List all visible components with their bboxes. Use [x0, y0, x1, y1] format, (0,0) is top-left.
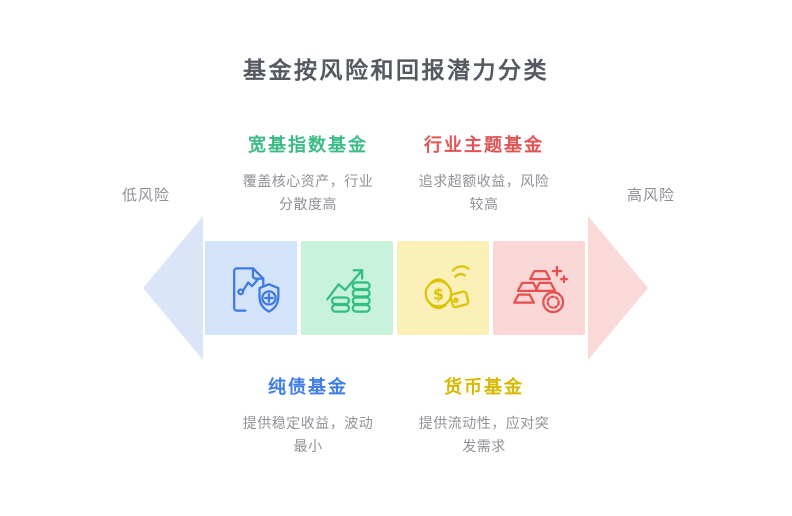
risk-arrow-graphic: $	[143, 216, 648, 360]
group-label-broad-index-fund: 宽基指数基金	[248, 135, 368, 155]
category-box-money-market	[397, 241, 489, 335]
category-box-pure-bond	[205, 241, 297, 335]
group-broad-index-fund: 宽基指数基金 覆盖核心资产，行业分散度高	[213, 131, 403, 216]
group-desc-broad-index-fund: 覆盖核心资产，行业分散度高	[242, 173, 374, 212]
right-arrow-head	[588, 216, 648, 360]
group-money-market-fund: 货币基金 提供流动性，应对突发需求	[389, 373, 579, 458]
group-label-money-market-fund: 货币基金	[444, 377, 524, 397]
group-pure-bond-fund: 纯债基金 提供稳定收益，波动最小	[213, 373, 403, 458]
group-label-pure-bond-fund: 纯债基金	[268, 377, 348, 397]
group-sector-theme-fund: 行业主题基金 追求超额收益，风险较高	[389, 131, 579, 216]
gold-bars-coin-icon	[513, 265, 568, 314]
left-arrow-head	[143, 216, 203, 360]
category-box-sector-theme	[493, 241, 585, 335]
dollar-symbol: $	[433, 284, 444, 303]
risk-label-high: 高风险	[626, 187, 675, 204]
group-desc-money-market-fund: 提供流动性，应对突发需求	[418, 415, 550, 454]
group-label-sector-theme-fund: 行业主题基金	[424, 135, 544, 155]
smartwatch-payment-icon: $	[424, 265, 470, 310]
group-desc-sector-theme-fund: 追求超额收益，风险较高	[418, 173, 550, 212]
group-desc-pure-bond-fund: 提供稳定收益，波动最小	[242, 415, 374, 454]
document-shield-icon	[233, 267, 280, 313]
page-title: 基金按风险和回报潜力分类	[243, 57, 549, 83]
risk-label-low: 低风险	[121, 187, 170, 204]
growth-chart-coins-icon	[326, 269, 371, 313]
